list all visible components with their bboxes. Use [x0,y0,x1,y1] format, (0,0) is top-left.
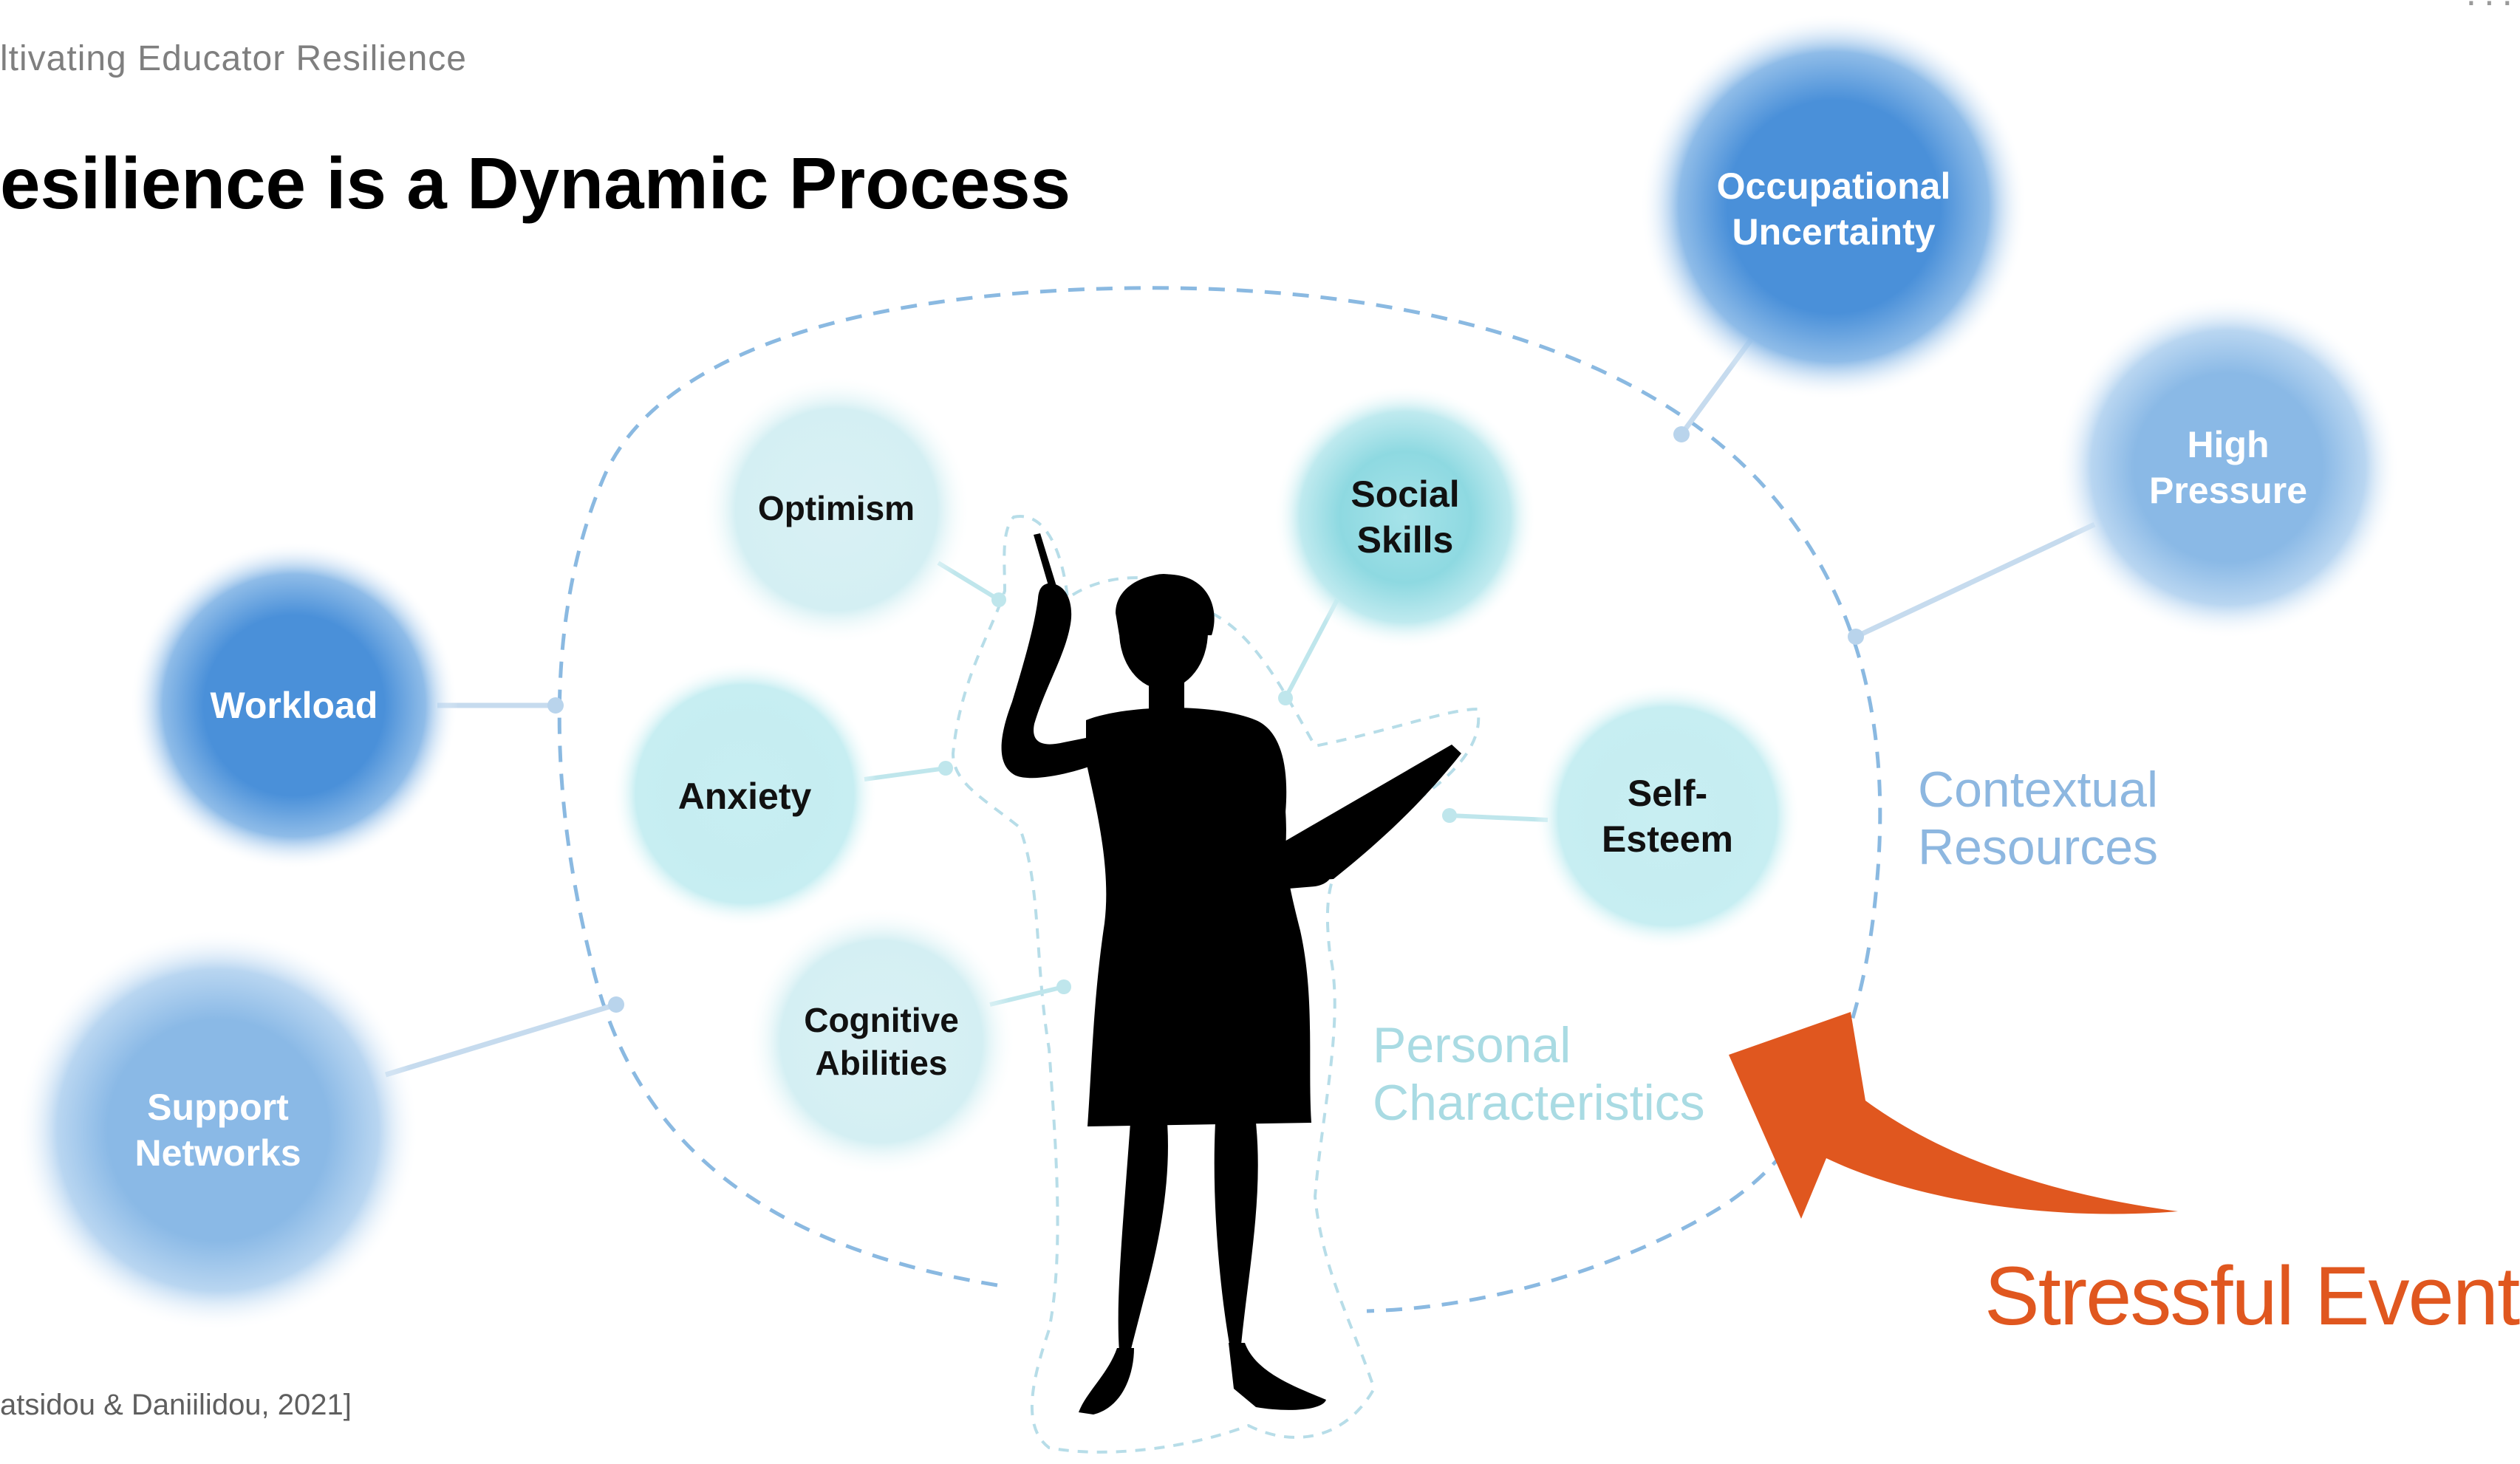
workload-label-line: Workload [210,685,378,726]
cognitive-abilities-label-line: Abilities [815,1044,948,1082]
personal-characteristics-line: Characteristics [1373,1075,1705,1131]
corner-mark: ... [2466,0,2520,15]
stressful-event-label: Stressful Event [1984,1250,2520,1342]
anxiety-bubble [612,661,878,927]
self-esteem-label: Self- Esteem [1602,770,1733,862]
contextual-resources-line: Resources [1918,819,2159,875]
high-pressure-label-line: High [2187,424,2270,465]
self-esteem-label-line: Self- [1627,773,1708,814]
support-networks-label: Support Networks [134,1084,301,1176]
high-pressure-label-line: Pressure [2148,470,2308,511]
teacher-silhouette [1001,533,1461,1415]
workload-label: Workload [211,683,378,728]
occupational-uncertainty-label: Occupational Uncertainty [1717,163,1951,255]
optimism-label-line: Optimism [757,489,915,527]
social-skills-bubble [1274,386,1537,649]
slide-title: esilience is a Dynamic Process [0,143,1071,224]
occupational-uncertainty-label-line: Uncertainty [1732,211,1936,253]
personal-connector-dots [938,592,1457,994]
stressful-event-arrow [1729,1012,2178,1219]
social-skills-label: Social Skills [1351,471,1459,563]
high-pressure-bubble [2057,296,2400,639]
personal-characteristics-line: Personal [1373,1017,1571,1073]
social-skills-label-line: Skills [1356,519,1454,561]
anxiety-label: Anxiety [678,773,812,819]
support-networks-label-line: Networks [134,1132,301,1174]
occupational-uncertainty-label-line: Occupational [1716,165,1951,207]
anxiety-label-line: Anxiety [677,776,812,817]
cognitive-abilities-bubble [747,907,1016,1176]
self-esteem-label-line: Esteem [1602,818,1733,860]
support-networks-bubble [17,929,419,1331]
cognitive-abilities-label-line: Cognitive [804,1001,959,1039]
contextual-boundary [557,286,1882,1313]
high-pressure-label: High Pressure [2149,422,2307,513]
personal-characteristics-label: Personal Characteristics [1373,1016,1705,1132]
occupational-uncertainty-bubble [1640,13,2027,400]
contextual-resources-label: Contextual Resources [1918,761,2158,876]
optimism-label: Optimism [758,485,915,531]
self-esteem-bubble [1534,683,1800,949]
cognitive-abilities-label: Cognitive Abilities [804,999,959,1084]
deck-title: ltivating Educator Resilience [0,39,467,78]
social-skills-label-line: Social [1351,473,1460,515]
support-networks-label-line: Support [147,1087,289,1128]
citation: atsidou & Daniilidou, 2021] [0,1389,352,1421]
contextual-resources-line: Contextual [1918,762,2159,818]
optimism-bubble [702,375,971,644]
contextual-connector-dots [547,426,1864,1013]
workload-bubble [130,541,458,869]
